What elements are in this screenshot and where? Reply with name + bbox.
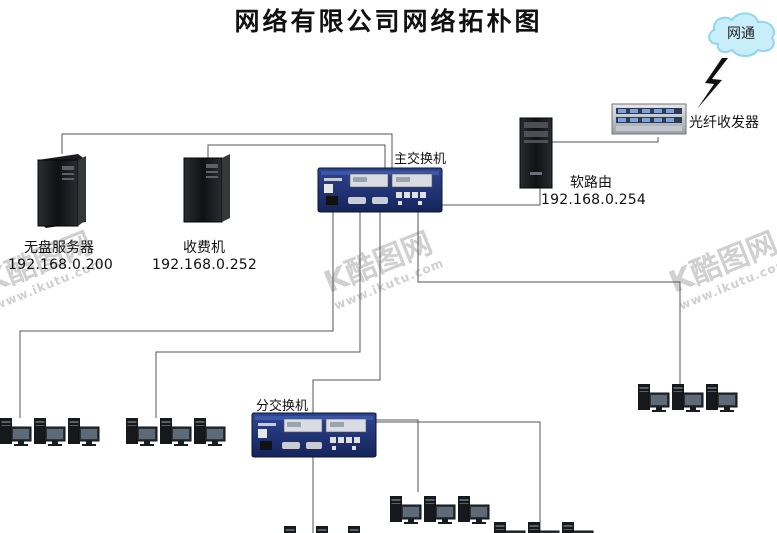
- workstation-group-4: [283, 525, 380, 533]
- link-sub-group5: [375, 413, 419, 492]
- billing-server-ip: 192.168.0.252: [152, 257, 258, 273]
- link-diskless-main: [61, 133, 393, 168]
- soft-router-tower: [519, 117, 553, 189]
- workstation-group-5: [389, 495, 490, 525]
- lightning-icon: [697, 58, 728, 109]
- sub-switch-label: 分交换机: [256, 399, 309, 414]
- network-links: [19, 133, 681, 533]
- link-main-router: [438, 188, 541, 206]
- cloud-label: 网通: [727, 26, 755, 42]
- main-switch-label: 主交换机: [394, 152, 447, 167]
- router-name: 软路由: [570, 175, 612, 191]
- workstation-group-1: [0, 417, 100, 447]
- main-switch: [317, 167, 443, 213]
- link-billing-main: [207, 144, 386, 168]
- sub-switch: [251, 412, 377, 458]
- workstation-group-2: [125, 417, 226, 447]
- router-ip: 192.168.0.254: [541, 192, 647, 208]
- workstation-group-3: [637, 383, 738, 413]
- internet-cloud: [708, 12, 776, 57]
- link-main-group1: [19, 210, 334, 418]
- link-main-group2: [155, 210, 361, 418]
- diskless-server-ip: 192.168.0.200: [8, 257, 114, 273]
- diskless-server-name: 无盘服务器: [24, 240, 94, 256]
- transceiver-label: 光纤收发器: [689, 115, 759, 131]
- link-sub-group6: [370, 421, 541, 533]
- link-main-sub: [312, 210, 381, 413]
- billing-server-tower: [183, 154, 230, 223]
- link-main-group3: [417, 210, 681, 384]
- workstation-group-6: [493, 521, 594, 533]
- diagram-title: 网络有限公司网络拓朴图: [234, 7, 543, 36]
- billing-server-name: 收费机: [183, 240, 225, 256]
- fiber-transceiver: [611, 103, 687, 135]
- diskless-server-tower: [37, 154, 86, 228]
- link-router-transceiver: [547, 137, 659, 148]
